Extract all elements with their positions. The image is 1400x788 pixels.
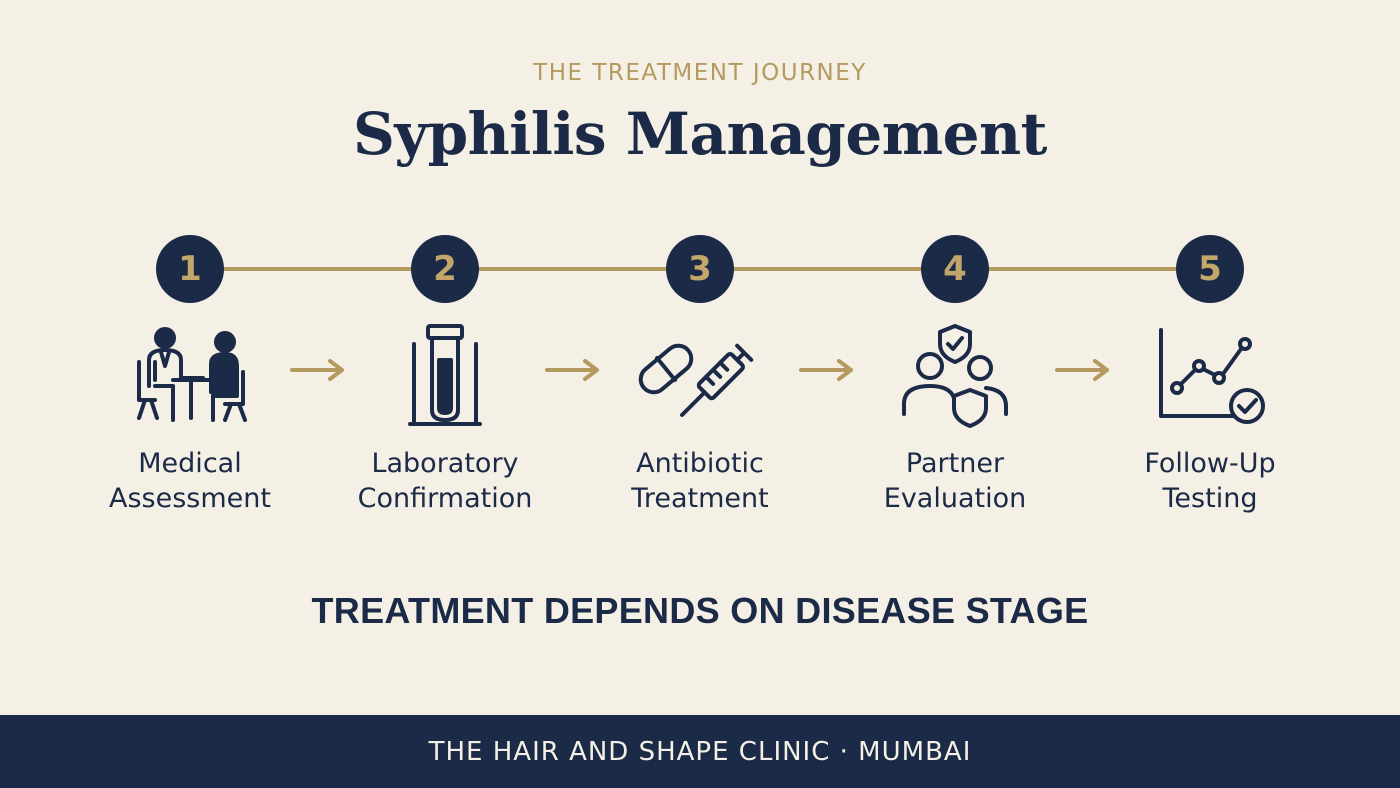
arrow-right-icon <box>545 358 601 382</box>
step-2-number-badge: 2 <box>411 235 479 303</box>
step-5-label: Follow-Up Testing <box>1100 446 1320 516</box>
step-1-label: Medical Assessment <box>80 446 300 516</box>
tagline: TREATMENT DEPENDS ON DISEASE STAGE <box>311 590 1089 631</box>
step-3-label-line2: Treatment <box>631 483 769 514</box>
eyebrow-text: THE TREATMENT JOURNEY <box>533 60 867 86</box>
footer-text: THE HAIR AND SHAPE CLINIC · MUMBAI <box>428 737 972 767</box>
step-3-number-badge: 3 <box>666 235 734 303</box>
step-2-label: Laboratory Confirmation <box>335 446 555 516</box>
partners-shield-icon <box>890 322 1020 430</box>
doctor-consultation-icon <box>125 322 255 430</box>
step-5-label-line1: Follow-Up <box>1144 448 1276 479</box>
arrow-right-icon <box>290 358 346 382</box>
page-title: Syphilis Management <box>353 100 1047 168</box>
step-2-label-line1: Laboratory <box>371 448 519 479</box>
step-4-label-line1: Partner <box>905 448 1005 479</box>
step-4-number-badge: 4 <box>921 235 989 303</box>
step-3-label: Antibiotic Treatment <box>590 446 810 516</box>
step-4-label-line2: Evaluation <box>883 483 1027 514</box>
step-5-label-line2: Testing <box>1162 483 1258 514</box>
pill-syringe-icon <box>635 322 765 430</box>
step-1-label-line2: Assessment <box>109 483 271 514</box>
arrow-right-icon <box>799 358 855 382</box>
arrow-right-icon <box>1055 358 1111 382</box>
footer-bar: THE HAIR AND SHAPE CLINIC · MUMBAI <box>0 715 1400 788</box>
test-tube-icon <box>380 322 510 430</box>
step-1-number-badge: 1 <box>156 235 224 303</box>
step-3-label-line1: Antibiotic <box>636 448 764 479</box>
trend-chart-check-icon <box>1145 322 1275 430</box>
step-1-label-line1: Medical <box>138 448 242 479</box>
step-5-number-badge: 5 <box>1176 235 1244 303</box>
step-2-label-line2: Confirmation <box>357 483 533 514</box>
step-4-label: Partner Evaluation <box>845 446 1065 516</box>
